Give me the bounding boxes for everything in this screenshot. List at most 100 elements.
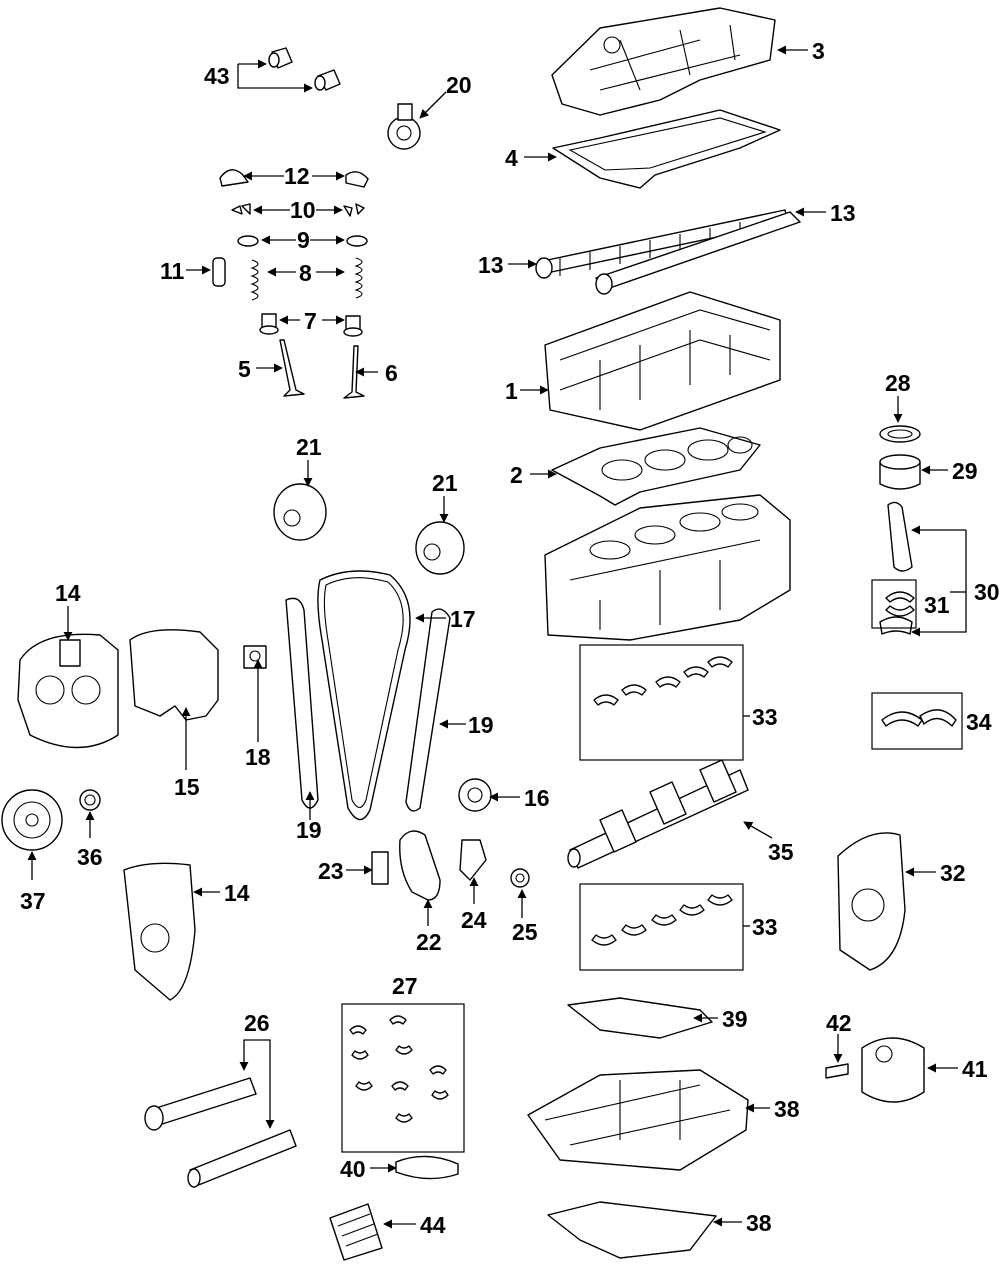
- oil-pump-guide-part-23: [371, 851, 389, 885]
- camshaft-parts-13: [535, 209, 801, 295]
- cylinder-head-part-1: [544, 291, 781, 431]
- callout-24: 24: [461, 907, 487, 933]
- retainer-parts-9: [237, 235, 368, 247]
- rod-bearing-part-31: [885, 591, 915, 617]
- parts: [1, 7, 957, 1261]
- cover-gasket-part-15: [129, 629, 219, 721]
- timing-chain-part-17: [317, 570, 411, 821]
- callout-13-lower: 13: [478, 252, 504, 278]
- guide-part-11: [212, 257, 226, 287]
- callout-15: 15: [174, 774, 200, 800]
- callout-2: 2: [510, 462, 523, 488]
- oil-pickup-part-40: [395, 1155, 459, 1180]
- callout-10: 10: [290, 197, 316, 223]
- callout-1: 1: [505, 378, 518, 404]
- callout-7: 7: [304, 308, 317, 334]
- front-seal-part-36: [79, 789, 101, 811]
- callout-35: 35: [768, 839, 794, 865]
- callout-33: 33: [752, 704, 778, 730]
- spring-parts-8: [250, 257, 363, 301]
- crankshaft-part-35: [567, 759, 749, 869]
- leader-lines: [27, 45, 967, 1229]
- valve-parts-5-6: [279, 339, 365, 399]
- callout-40: 40: [340, 1156, 366, 1182]
- callout-4: 4: [505, 145, 518, 171]
- oil-cooler-part-44: [329, 1203, 383, 1261]
- callout-13: 13: [830, 200, 856, 226]
- thrust-bearing-box-34: [871, 692, 963, 750]
- callouts: 43 20 3 4 12 10 13 9 11 8 13 7 1 5 6 28 …: [20, 38, 1000, 1238]
- callout-42: 42: [826, 1010, 852, 1036]
- callout-25: 25: [512, 919, 538, 945]
- bearing-set-box-33a: [579, 644, 744, 761]
- oil-pump-sprocket-part-25: [510, 868, 530, 888]
- connecting-rod-part-30: [887, 501, 913, 572]
- front-cover-part-14b: [123, 862, 196, 1001]
- rear-cover-part-32: [837, 832, 906, 971]
- callout-38-lower: 38: [746, 1210, 772, 1236]
- callout-18: 18: [245, 744, 271, 770]
- callout-8: 8: [299, 260, 312, 286]
- oil-pump-tensioner-part-24: [459, 839, 487, 881]
- rocker-parts-12: [219, 169, 369, 188]
- callout-6: 6: [385, 360, 398, 386]
- callout-20: 20: [446, 72, 472, 98]
- main-bearings-part-33a: [593, 656, 733, 706]
- callout-11: 11: [160, 258, 185, 284]
- tensioner-part-18: [243, 645, 267, 669]
- cover-gasket-part-4: [552, 109, 781, 189]
- callout-22: 22: [416, 929, 442, 955]
- callout-19-left: 19: [296, 817, 322, 843]
- callout-36: 36: [77, 844, 103, 870]
- baffle-part-39: [567, 997, 713, 1039]
- callout-26: 26: [244, 1010, 270, 1036]
- callout-33-lower: 33: [752, 914, 778, 940]
- callout-23: 23: [318, 858, 344, 884]
- callout-41: 41: [962, 1056, 988, 1082]
- callout-43: 43: [204, 63, 230, 89]
- keeper-parts-10: [231, 203, 365, 217]
- callout-39: 39: [722, 1006, 748, 1032]
- main-bearings-part-33b: [591, 894, 733, 946]
- sensor-part-42: [825, 1063, 849, 1079]
- piston-ring-part-28: [879, 425, 921, 443]
- callout-34: 34: [966, 709, 992, 735]
- callout-31: 31: [924, 592, 950, 618]
- balancer-pulley-part-37: [1, 789, 63, 851]
- callout-29: 29: [952, 458, 978, 484]
- callout-27: 27: [392, 973, 418, 999]
- bearing-box-31: [871, 579, 917, 629]
- bearing-set-box-33b: [579, 883, 744, 971]
- callout-32: 32: [940, 860, 966, 886]
- head-gasket-part-2: [551, 427, 761, 506]
- oil-filter-housing-part-41: [861, 1037, 925, 1103]
- balance-shaft-part-26: [144, 1077, 297, 1188]
- oil-pump-chain-part-22: [399, 830, 441, 901]
- callout-14: 14: [55, 580, 81, 606]
- callout-3: 3: [812, 38, 825, 64]
- callout-30: 30: [974, 579, 1000, 605]
- thrust-bearing-part-34: [881, 709, 957, 727]
- oil-pan-lower-part-38: [547, 1201, 717, 1259]
- callout-12: 12: [284, 163, 310, 189]
- cam-phaser-part-21b: [415, 521, 465, 575]
- callout-21: 21: [296, 434, 322, 460]
- crank-sprocket-part-16: [458, 778, 492, 812]
- callout-38: 38: [774, 1096, 800, 1122]
- chain-guide-part-19a: [285, 597, 319, 809]
- callout-19: 19: [468, 712, 494, 738]
- callout-9: 9: [297, 227, 310, 253]
- rod-cap: [879, 616, 913, 635]
- chain-guide-part-19b: [405, 608, 451, 812]
- engine-block: [544, 494, 791, 641]
- actuator-part-20: [387, 103, 421, 150]
- front-cover-part-14a: [17, 633, 119, 749]
- callout-16: 16: [524, 785, 550, 811]
- cam-phaser-part-21a: [273, 483, 327, 541]
- callout-28: 28: [885, 370, 911, 396]
- callout-5: 5: [238, 356, 251, 382]
- callout-14-lower: 14: [224, 880, 250, 906]
- bearing-set-box-27: [341, 1003, 465, 1153]
- seal-parts-7: [259, 313, 363, 337]
